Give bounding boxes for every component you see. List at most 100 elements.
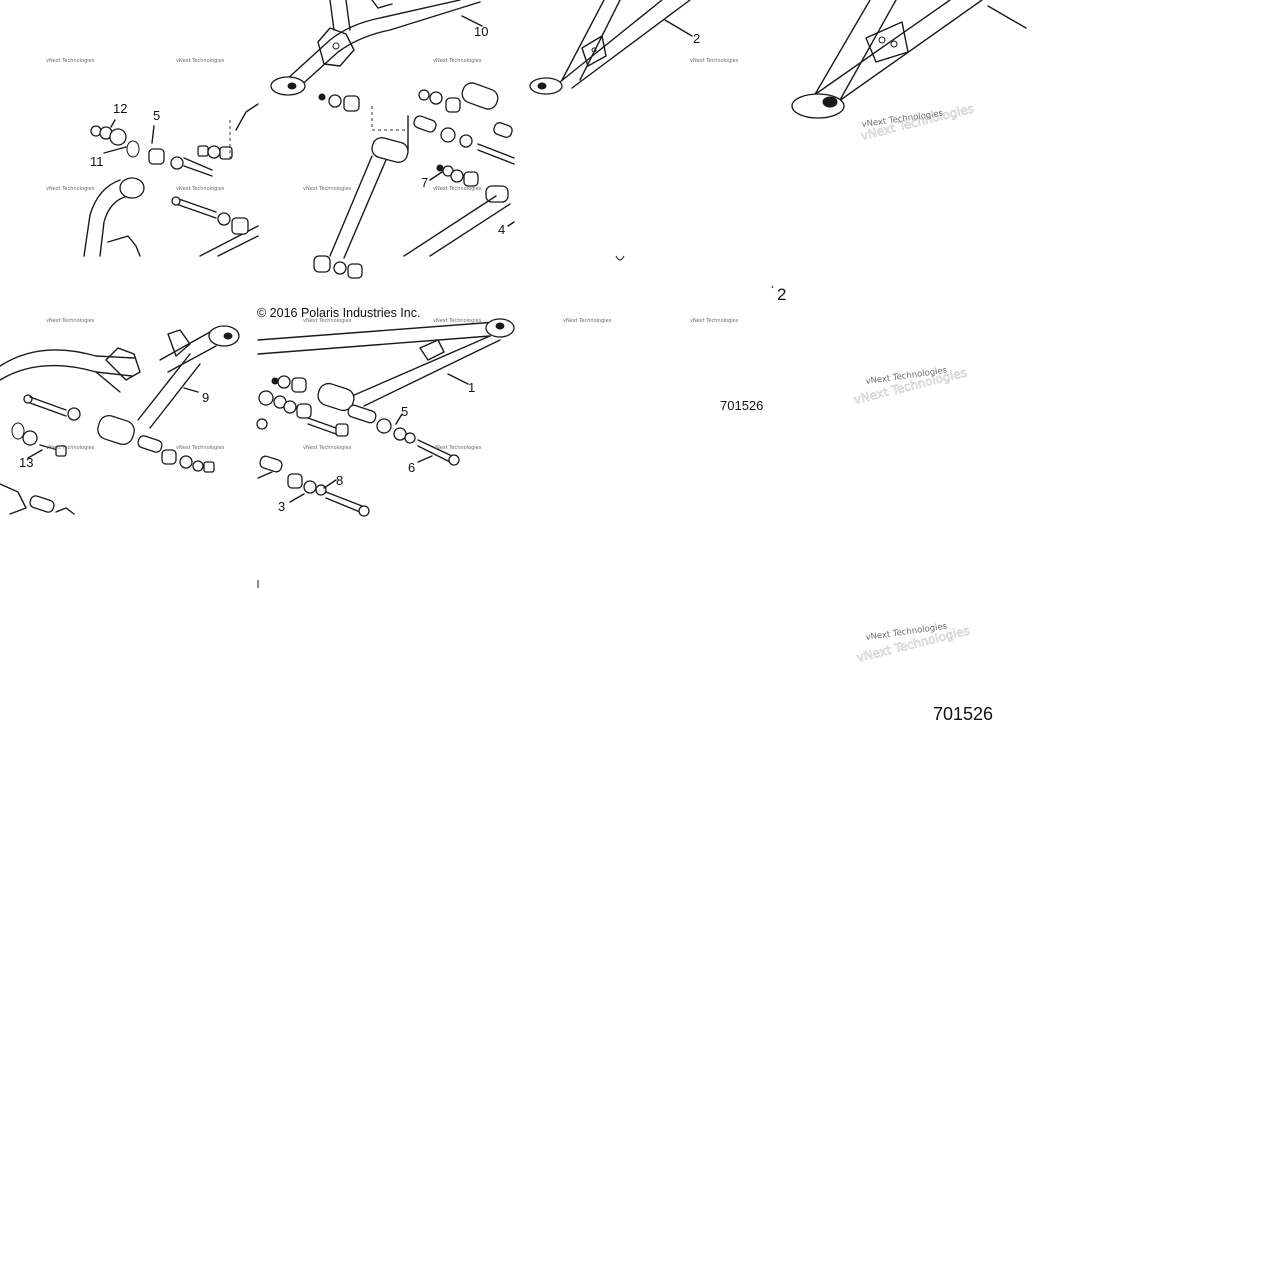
- sleeve-part: [347, 404, 377, 424]
- callout-9: 9: [202, 390, 209, 405]
- washer-part: [67, 407, 81, 421]
- watermark-text: vNext Technologies: [46, 318, 95, 324]
- arm-end-eye: [791, 93, 845, 119]
- bushing-part: [287, 473, 303, 489]
- sleeve-part: [493, 122, 513, 138]
- watermark-text: vNext Technologies: [46, 186, 95, 192]
- watermark-text: vNext Technologies: [690, 318, 739, 324]
- watermark-text: vNext Technologies: [690, 58, 739, 64]
- nut-part: [256, 418, 268, 430]
- watermark-text: vNext Technologies: [433, 318, 482, 324]
- pivot-tube-part: [317, 382, 355, 412]
- washer-part: [192, 460, 204, 472]
- watermark-text: vNext Technologies: [433, 186, 482, 192]
- bushing-part: [440, 127, 456, 143]
- sleeve-part: [137, 435, 163, 453]
- nut-part: [296, 403, 312, 419]
- nut-part: [55, 445, 67, 457]
- sleeve-part: [29, 495, 55, 513]
- arm-end-bushing: [119, 177, 145, 199]
- spacer-part-5: [148, 148, 165, 165]
- nut-part: [219, 146, 233, 160]
- washer-part: [283, 400, 297, 414]
- nut-part: [347, 263, 363, 279]
- callout-5b: 5: [401, 404, 408, 419]
- nut-part: [418, 89, 430, 101]
- watermark-text: vNext Technologies: [176, 445, 225, 451]
- callout-4: 4: [498, 222, 505, 237]
- bushing-part: [313, 255, 331, 273]
- pivot-tube-part: [371, 137, 409, 163]
- callout-5: 5: [153, 108, 160, 123]
- nut-part: [203, 461, 215, 473]
- watermark-text: vNext Technologies: [176, 58, 225, 64]
- washer-part: [404, 432, 416, 444]
- callout-1: 1: [468, 380, 475, 395]
- watermark-text: vNext Technologies: [303, 445, 352, 451]
- bushing-part: [445, 97, 461, 113]
- washer-part: [207, 145, 221, 159]
- nut-part: [335, 423, 349, 437]
- nut-part: [463, 171, 479, 187]
- spacer-part: [343, 95, 360, 112]
- tile-mid-right: 701526 vNext Technologies vNext Technolo…: [563, 318, 763, 413]
- snap-ring-part: [11, 422, 25, 440]
- watermark-text: vNext Technologies: [433, 58, 482, 64]
- bushing-part: [161, 449, 177, 465]
- copyright-notice: © 2016 Polaris Industries Inc.: [257, 306, 420, 320]
- watermark-text: vNext Technologies: [46, 445, 95, 451]
- nut-part: [170, 156, 184, 170]
- snap-ring-part-11: [126, 140, 140, 158]
- washer-part: [333, 261, 347, 275]
- pivot-tube-part: [97, 414, 135, 446]
- bolt-head-part: [171, 196, 181, 206]
- tile-mid-center: © 2016 Polaris Industries Inc. 1 5 6: [256, 306, 515, 588]
- diagram-id-small: 701526: [720, 398, 763, 413]
- pivot-tube-part: [461, 82, 499, 110]
- washer-part: [459, 134, 473, 148]
- washer-part: [217, 212, 231, 226]
- spacer-part: [485, 185, 509, 203]
- washer-part: [315, 484, 327, 496]
- sleeve-part: [413, 115, 437, 133]
- watermark-text: vNext Technologies: [303, 186, 352, 192]
- sleeve-part: [259, 455, 283, 473]
- tile-mid-left: 9 13 vNext Technologies vNext Technologi…: [0, 318, 240, 515]
- bolt-head-part: [358, 505, 370, 517]
- callout-11: 11: [90, 154, 104, 169]
- callout-7: 7: [421, 175, 428, 190]
- bolt-head-part: [23, 394, 33, 404]
- washer-part: [328, 94, 342, 108]
- washer-part: [429, 91, 443, 105]
- watermark-text: vNext Technologies: [433, 445, 482, 451]
- tile-top-middle: 10 7 4 vNext Technologi: [270, 0, 515, 279]
- callout-13: 13: [19, 455, 33, 470]
- bushing-part: [291, 377, 307, 393]
- bolt-head-part: [448, 454, 460, 466]
- washer-part: [393, 427, 407, 441]
- watermark-text: vNext Technologies: [46, 58, 95, 64]
- callout-12: 12: [113, 101, 127, 116]
- watermark-text: vNext Technologies: [176, 186, 225, 192]
- washer-part: [277, 375, 291, 389]
- callout-2: 2: [693, 31, 700, 46]
- bushing-part: [376, 418, 392, 434]
- washer-part: [450, 169, 464, 183]
- bushing-part: [22, 430, 38, 446]
- callout-10: 10: [474, 24, 488, 39]
- watermark-text: vNext Technologies: [563, 318, 612, 324]
- watermark-text: vNext Technologies: [303, 318, 352, 324]
- washer-part: [179, 455, 193, 469]
- callout-8: 8: [336, 473, 343, 488]
- diagram-id-large: 701526: [933, 704, 993, 724]
- tile-top-left: 12 5 11 vNext Technologies vNext Technol…: [46, 58, 259, 257]
- tile-top-right: 2 vNext Technologies: [529, 0, 739, 261]
- page-number: 2: [777, 285, 786, 304]
- bushing-part-12: [109, 128, 127, 146]
- bushing-part: [258, 390, 274, 406]
- spacer-part: [231, 217, 249, 235]
- washer-part: [303, 480, 317, 494]
- nut-part: [197, 145, 209, 157]
- tile-large-top: vNext Technologies vNext Technologies: [791, 0, 1027, 143]
- callout-6: 6: [408, 460, 415, 475]
